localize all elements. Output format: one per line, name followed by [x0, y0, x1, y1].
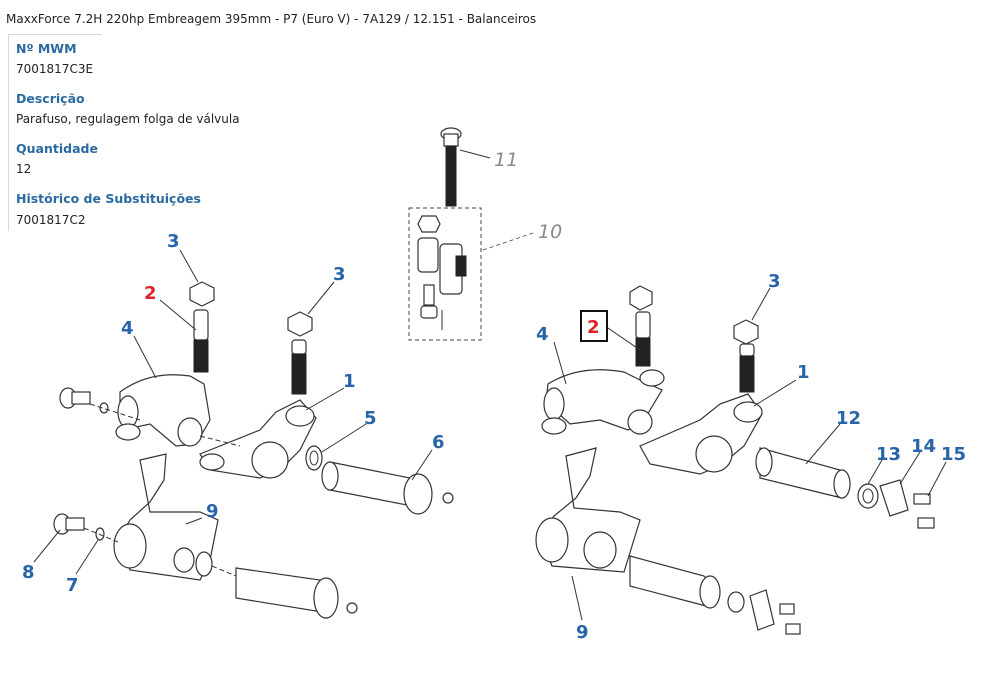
part-1-rocker-arm-right[interactable]: [639, 393, 763, 475]
part-1-rocker-arm-left[interactable]: [199, 399, 317, 479]
part-info-panel: [8, 34, 102, 231]
part-plate-lower-right[interactable]: [749, 589, 801, 635]
callout-5: 5: [364, 408, 377, 429]
part-screw-left-b[interactable]: [291, 339, 307, 395]
mwm-number-label: Nº MWM: [16, 41, 77, 56]
part-9-rocker-arm-left[interactable]: [113, 453, 219, 581]
callout-9: 9: [576, 622, 589, 643]
part-3-nut-left-b[interactable]: [287, 311, 313, 337]
part-3-nut-left-a[interactable]: [189, 281, 215, 307]
part-6-shaft[interactable]: [321, 461, 454, 515]
part-2-adjusting-screw-right[interactable]: [635, 311, 651, 367]
callout-2-highlighted[interactable]: 2: [587, 317, 600, 338]
part-10-kit-box[interactable]: [408, 207, 482, 341]
callout-7: 7: [66, 575, 79, 596]
page-title: MaxxForce 7.2H 220hp Embreagem 395mm - P…: [6, 12, 537, 26]
part-screw-right-b[interactable]: [739, 343, 755, 393]
part-4-rocker-arm-right[interactable]: [541, 369, 665, 435]
callout-1: 1: [797, 362, 810, 383]
callout-13: 13: [876, 444, 901, 465]
replacement-history-value: 7001817C2: [16, 213, 86, 227]
callout-4: 4: [121, 318, 134, 339]
callout-8: 8: [22, 562, 35, 583]
description-value: Parafuso, regulagem folga de válvula: [16, 112, 240, 126]
part-3-nut-right[interactable]: [733, 319, 759, 345]
part-4-rocker-arm-left[interactable]: [115, 374, 211, 447]
callout-9: 9: [206, 501, 219, 522]
part-15-bolt[interactable]: [913, 493, 935, 529]
part-2-adjusting-screw-left[interactable]: [193, 309, 209, 373]
callout-12: 12: [836, 408, 861, 429]
callout-11: 11: [494, 149, 518, 171]
part-14-plate[interactable]: [879, 479, 909, 517]
part-12-shaft[interactable]: [755, 447, 851, 499]
callout-3: 3: [167, 231, 180, 252]
callout-2: 2: [144, 283, 157, 304]
description-label: Descrição: [16, 91, 85, 106]
callout-1: 1: [343, 371, 356, 392]
part-9-rocker-arm-right[interactable]: [535, 447, 641, 573]
callout-14: 14: [911, 436, 936, 457]
callout-3: 3: [333, 264, 346, 285]
part-8-bolt[interactable]: [53, 513, 85, 535]
callout-6: 6: [432, 432, 445, 453]
replacement-history-label: Histórico de Substituições: [16, 191, 201, 206]
part-3-nut-right-top[interactable]: [629, 285, 653, 311]
part-shaft-lower-right[interactable]: [629, 555, 745, 613]
part-7-washer[interactable]: [95, 527, 105, 541]
highlight-box: [580, 310, 608, 342]
callout-3: 3: [768, 271, 781, 292]
part-11-bolt[interactable]: [440, 127, 462, 207]
quantity-label: Quantidade: [16, 141, 98, 156]
part-bolt-left-top[interactable]: [59, 387, 109, 414]
callout-4: 4: [536, 324, 549, 345]
part-5-washer[interactable]: [305, 445, 323, 471]
mwm-number-value: 7001817C3E: [16, 62, 94, 76]
part-shaft-lower-left[interactable]: [235, 567, 358, 619]
callout-10: 10: [538, 221, 562, 243]
quantity-value: 12: [16, 162, 32, 176]
callout-15: 15: [941, 444, 966, 465]
part-13-washer[interactable]: [857, 483, 879, 509]
